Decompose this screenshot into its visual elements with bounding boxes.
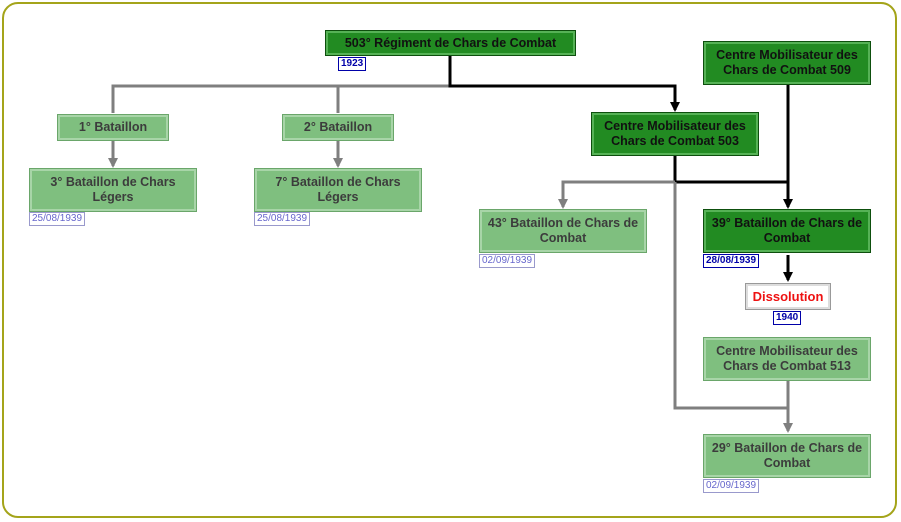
edge-503-to-bataillon-1 [111,55,452,113]
node-bataillon-1-label: 1° Bataillon [78,120,148,134]
node-bataillon-39-date: 28/08/1939 [703,254,760,268]
node-bataillon-39-label: 39° Bataillon de Chars de Combat [711,216,863,245]
node-bataillon-43: 43° Bataillon de Chars de Combat [479,209,647,253]
node-bataillon-1: 1° Bataillon [57,114,169,141]
node-bataillon-3: 3° Bataillon de Chars Légers [29,168,197,212]
node-dissolution: Dissolution [745,283,831,310]
node-bataillon-3-date: 25/08/1939 [29,212,86,226]
node-503-regiment-date: 1923 [338,57,367,71]
node-bataillon-7: 7° Bataillon de Chars Légers [254,168,422,212]
node-bataillon-7-label: 7° Bataillon de Chars Légers [275,175,401,204]
node-dissolution-label: Dissolution [752,289,824,304]
edge-cm503-to-b43 [558,180,675,209]
node-bataillon-43-date: 02/09/1939 [479,254,536,268]
node-bataillon-43-label: 43° Bataillon de Chars de Combat [487,216,639,245]
node-dissolution-date: 1940 [773,311,802,325]
edge-cm503-to-b39 [673,155,788,184]
node-bataillon-29-date: 02/09/1939 [703,479,760,493]
node-bataillon-39: 39° Bataillon de Chars de Combat [703,209,871,253]
node-cm509: Centre Mobilisateur des Chars de Combat … [703,41,871,85]
node-bataillon-29-label: 29° Bataillon de Chars de Combat [711,441,863,470]
edge-cm503-to-b29 [673,182,788,410]
node-bataillon-29: 29° Bataillon de Chars de Combat [703,434,871,478]
node-503-regiment-label: 503° Régiment de Chars de Combat [344,35,557,50]
edge-503-to-cm503 [448,55,680,112]
node-cm503-label: Centre Mobilisateur des Chars de Combat … [604,119,746,148]
node-bataillon-2: 2° Bataillon [282,114,394,141]
node-bataillon-7-date: 25/08/1939 [254,212,311,226]
node-cm513-label: Centre Mobilisateur des Chars de Combat … [716,344,858,373]
node-bataillon-3-label: 3° Bataillon de Chars Légers [50,175,176,204]
node-cm513: Centre Mobilisateur des Chars de Combat … [703,337,871,381]
node-cm503: Centre Mobilisateur des Chars de Combat … [591,112,759,156]
node-503-regiment: 503° Régiment de Chars de Combat [325,30,576,56]
node-cm509-label: Centre Mobilisateur des Chars de Combat … [716,48,858,77]
node-bataillon-2-label: 2° Bataillon [303,120,373,134]
